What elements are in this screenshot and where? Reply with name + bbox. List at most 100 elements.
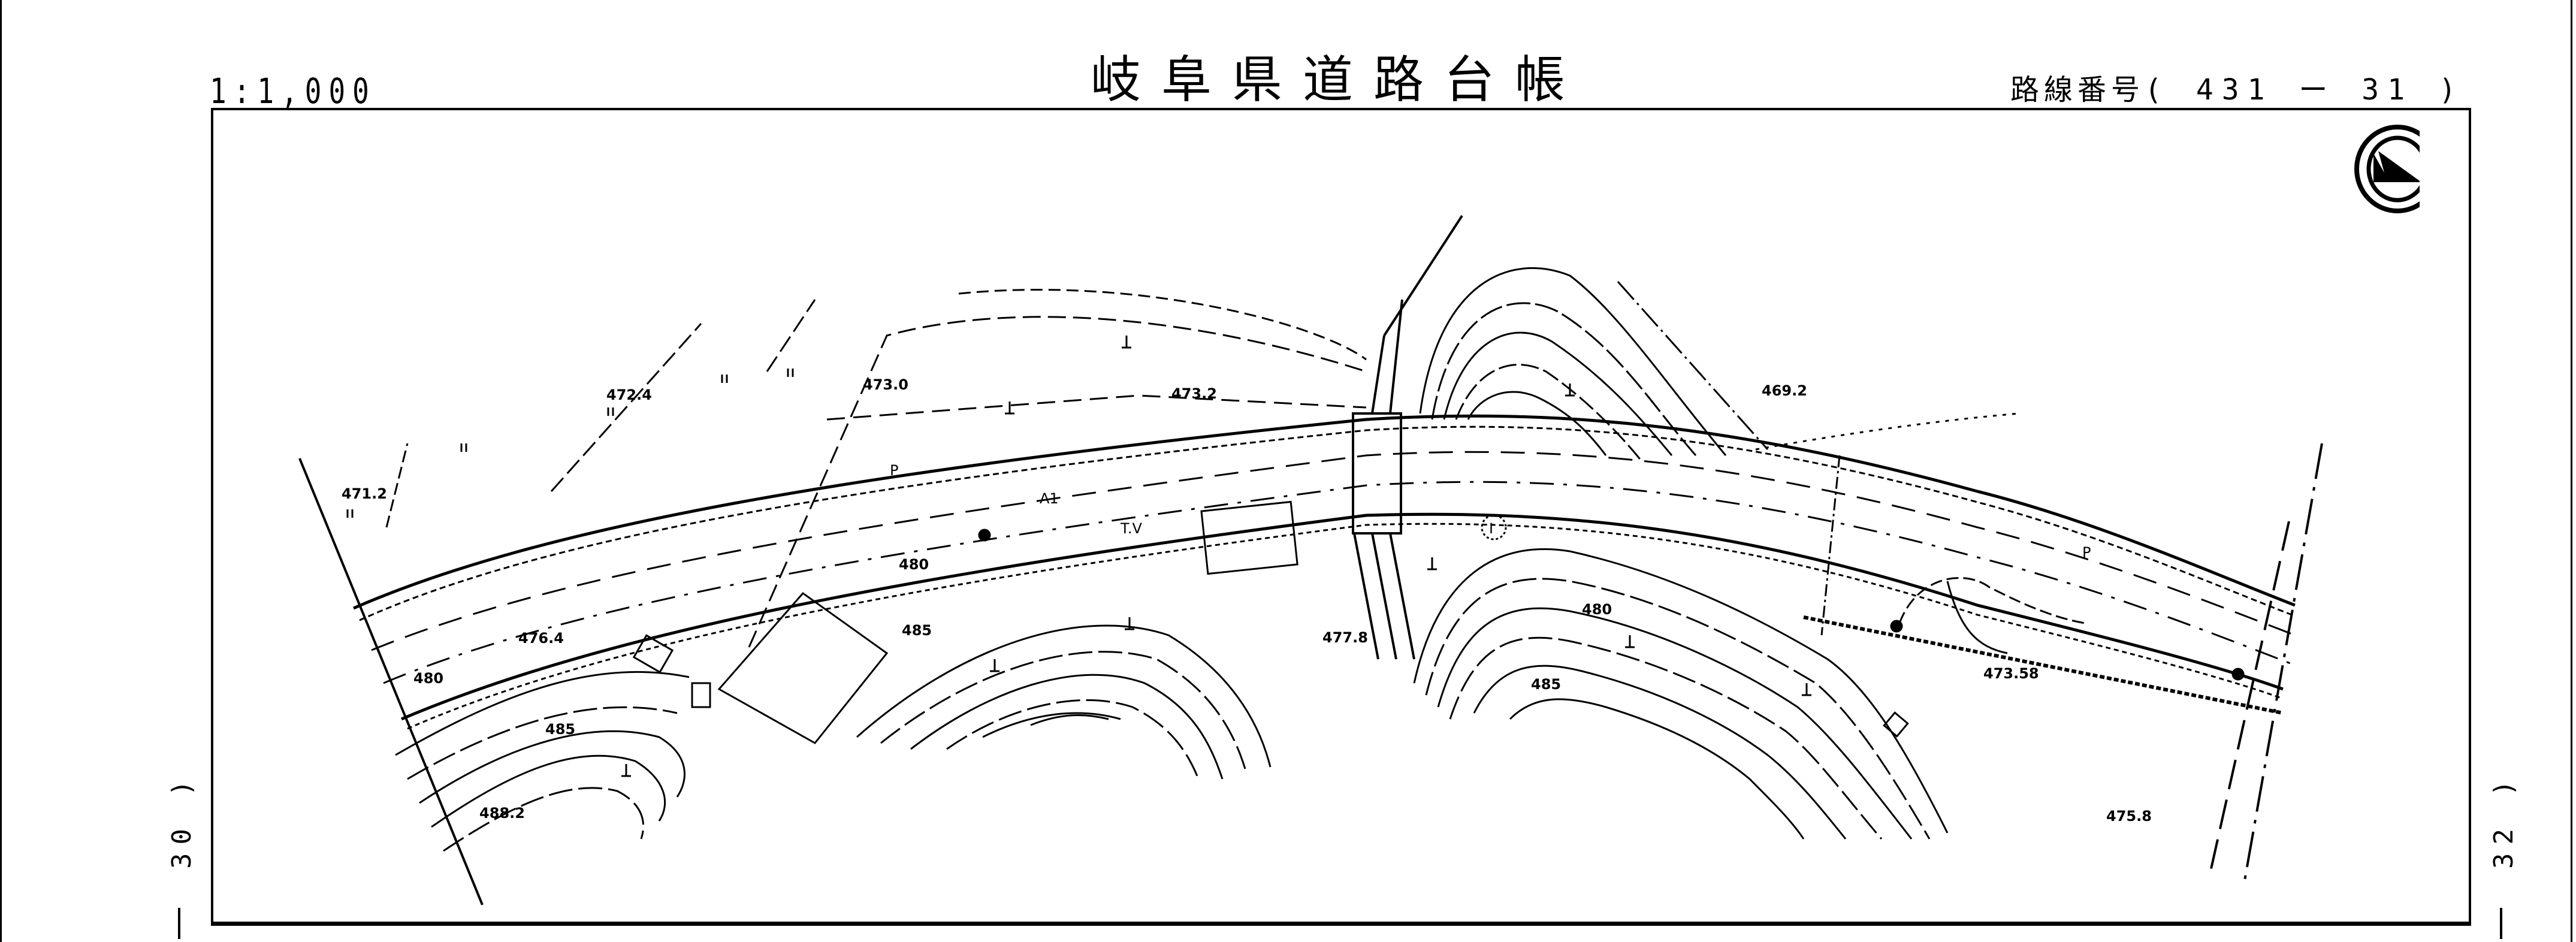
field-line-2: [766, 299, 816, 372]
contour-sc-3: [910, 674, 1224, 780]
field-symbol: [607, 407, 614, 416]
bridge-deck: [1352, 412, 1402, 535]
field-symbol: [787, 369, 794, 377]
field-boundary: [958, 288, 1367, 361]
elevation-label: 469.2: [1762, 382, 1807, 399]
stream-lines: [1353, 533, 1415, 660]
contour-ne-1: [1419, 267, 1727, 456]
north-features: [385, 288, 1367, 648]
dotted-boundary: [1755, 412, 2020, 451]
a1-label: A1: [1040, 490, 1059, 507]
arc-inner: [1946, 581, 2008, 654]
contour-sw-1: [395, 671, 690, 756]
bridge: [1352, 215, 1463, 660]
fence-north: [748, 316, 1367, 648]
compass-arrow: [2373, 151, 2420, 182]
p-label-east: P: [2082, 544, 2091, 561]
road-edge-south-hatch: [407, 523, 2284, 730]
road-edge-north: [353, 414, 2296, 610]
elevation-label: 473.2: [1171, 385, 1217, 402]
contour-ne-4: [1455, 364, 1643, 462]
document-title: 岐阜県道路台帳: [1091, 50, 1586, 109]
road-edge-north-hatch: [359, 425, 2296, 621]
elevation-label: 473.58: [1983, 665, 2039, 682]
contour-se-1: [1413, 548, 1949, 834]
path-north: [826, 394, 1367, 421]
contour-sc-1: [856, 624, 1272, 768]
bridge-marker-circle: [1481, 514, 1507, 541]
tree-symbol: [1625, 635, 1635, 648]
elevation-label: 471.2: [342, 485, 387, 502]
contour-sc-6: [1030, 714, 1109, 726]
scale-label: 1:1,000: [210, 71, 376, 111]
utility-pole-marker: [1890, 620, 1903, 633]
triangle-lot: [717, 591, 889, 744]
route-number: ( 431 ー 31 ): [2145, 73, 2465, 107]
elevation-label: 476.4: [518, 630, 564, 647]
tree-symbol: [1125, 617, 1134, 630]
elevation-label: 488.2: [479, 805, 525, 822]
contour-sw-5: [443, 787, 645, 852]
route-number-label: 路線番号( 431 ー 31 ): [2010, 66, 2465, 108]
contour-sw-4: [431, 754, 666, 828]
survey-boundaries: [298, 443, 2323, 905]
tree-symbol: [990, 659, 999, 672]
compass-inner-ring: [2366, 135, 2420, 203]
compass-outer-ring: [2354, 125, 2420, 213]
map-frame: [211, 108, 2471, 923]
semicircle-feature: [1898, 576, 2086, 624]
contour-label: 480: [899, 556, 929, 573]
survey-line-east: [1820, 455, 1841, 636]
contour-labels: 480 485 480 485 480 485: [413, 556, 1612, 738]
contour-se-2: [1425, 578, 1931, 840]
contour-sw-3: [419, 730, 685, 804]
elevation-label: 477.8: [1322, 629, 1368, 646]
contour-label: 485: [902, 622, 932, 639]
sheet-edge-left: [0, 0, 2, 942]
east-features: [978, 455, 2284, 738]
road-lines: [353, 414, 2296, 730]
contour-se-4: [1449, 636, 1883, 840]
field-line-1: [550, 323, 702, 492]
north-arrow-icon: [2354, 125, 2420, 213]
contour-label: 485: [545, 721, 575, 738]
sheet-edge-right: [2571, 0, 2572, 942]
map-frame-bottom-line: [211, 922, 2471, 926]
boundary-right-inner: [2210, 521, 2290, 869]
elevation-label: 472.4: [606, 387, 652, 403]
p-label: P: [890, 462, 898, 479]
contour-sc-5: [982, 712, 1121, 738]
box-structure: [691, 682, 711, 708]
adjacent-sheet-next[interactable]: 32 ): [2484, 772, 2532, 942]
contour-se-5: [1473, 665, 1847, 840]
field-symbol: [721, 375, 728, 383]
small-building: [632, 634, 674, 674]
land-use-symbols: [346, 336, 1811, 777]
tv-label: T.V: [1120, 520, 1142, 537]
contour-se-3: [1437, 607, 1913, 840]
field-line-3: [385, 443, 409, 528]
contour-ne-2: [1431, 302, 1697, 456]
elevation-label: 475.8: [2106, 808, 2152, 825]
tree-symbol: [621, 764, 631, 777]
adjacent-sheet-prev[interactable]: 30 ): [162, 772, 210, 942]
retaining-wall: [1803, 615, 2284, 715]
contour-sc-4: [946, 699, 1200, 780]
adjacent-sheet-next-dash: [2500, 908, 2502, 939]
tree-symbol: [1565, 384, 1575, 397]
slope-line: [1617, 281, 1769, 450]
elevation-label: 473.0: [863, 376, 908, 393]
field-symbol: [460, 443, 467, 452]
marker-square: [1883, 711, 1909, 738]
bridge-symbol-label: I: [1489, 520, 1493, 537]
road-lane-line: [383, 481, 2296, 684]
contour-ne-5: [1467, 391, 1607, 456]
road-edge-south: [401, 512, 2284, 721]
contour-label: 485: [1531, 676, 1561, 693]
contours-southeast: [1413, 548, 1949, 840]
field-symbol: [346, 509, 354, 518]
contours-northeast: [1419, 267, 2020, 462]
tree-symbol: [1802, 683, 1811, 696]
contour-se-6: [1509, 698, 1805, 840]
